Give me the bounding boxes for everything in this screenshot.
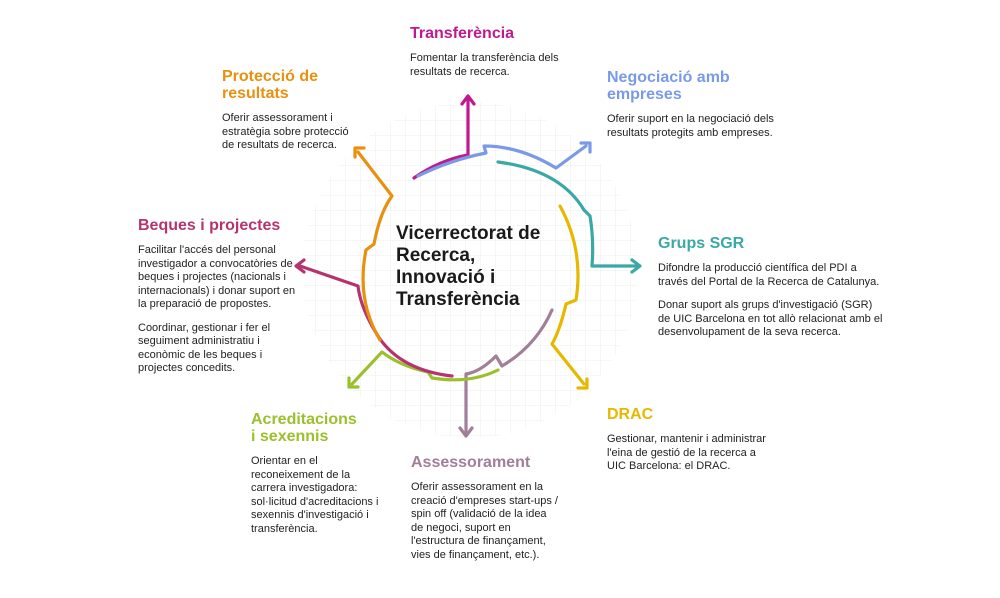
section-text: Oferir assessorament i estratègia sobre … (222, 112, 349, 151)
arrow-proteccio (356, 150, 394, 342)
section-text: Oferir assessorament en la creació d'emp… (411, 481, 558, 561)
section-text: Orientar en el reconeixement de la carre… (251, 455, 379, 535)
arrow-acreditacions (350, 350, 500, 386)
arrowhead-drac (576, 377, 589, 390)
section-drac: DRAC Gestionar, mantenir i administrar l… (607, 406, 807, 484)
section-text: Difondre la producció científica del PDI… (658, 262, 880, 288)
arrow-assessorament (464, 308, 554, 434)
section-grups-sgr: Grups SGR Difondre la producció científi… (658, 235, 918, 350)
section-title: Negociació amb empreses (607, 69, 730, 103)
arrowhead-beques (294, 258, 306, 274)
section-acreditacions: Acreditacions i sexennis Orientar en el … (251, 411, 411, 546)
section-text: Facilitar l'accés del personal investiga… (138, 244, 296, 310)
arrow-grups_sgr (496, 160, 638, 268)
arrowhead-negociacio (579, 141, 592, 154)
arrowhead-assessorament (458, 426, 474, 438)
section-beques: Beques i projectes Facilitar l'accés del… (138, 217, 308, 386)
section-text: Oferir suport en la negociació dels resu… (607, 113, 774, 139)
section-assessorament: Assessorament Oferir assessorament en la… (411, 454, 601, 572)
center-title: Vicerrectorat de Recerca, Innovació i Tr… (396, 223, 541, 310)
section-text: Gestionar, mantenir i administrar l'eina… (607, 433, 766, 472)
arrow-drac (550, 204, 586, 386)
section-title: DRAC (607, 406, 654, 423)
arrow-negociacio (416, 144, 588, 178)
section-title: Transferència (410, 25, 515, 42)
section-text: Fomentar la transferència dels resultats… (410, 52, 559, 78)
arrowhead-transferencia (460, 94, 476, 106)
section-text: Coordinar, gestionar i fer el seguiment … (138, 321, 271, 375)
section-title: Grups SGR (658, 235, 745, 252)
section-title: Protecció de resultats (222, 68, 319, 102)
section-title: Acreditacions i sexennis (251, 411, 357, 445)
section-proteccio: Protecció de resultats Oferir assessoram… (222, 68, 382, 163)
section-title: Assessorament (411, 454, 531, 471)
arrowhead-grups_sgr (630, 258, 642, 274)
section-text: Donar suport als grups d'investigació (S… (658, 299, 883, 338)
section-title: Beques i projectes (138, 217, 281, 234)
section-transferencia: Transferència Fomentar la transferència … (410, 25, 595, 89)
arrowhead-proteccio (353, 146, 366, 159)
section-negociacio: Negociació amb empreses Oferir suport en… (607, 69, 807, 150)
arrowhead-acreditacions (347, 376, 360, 389)
